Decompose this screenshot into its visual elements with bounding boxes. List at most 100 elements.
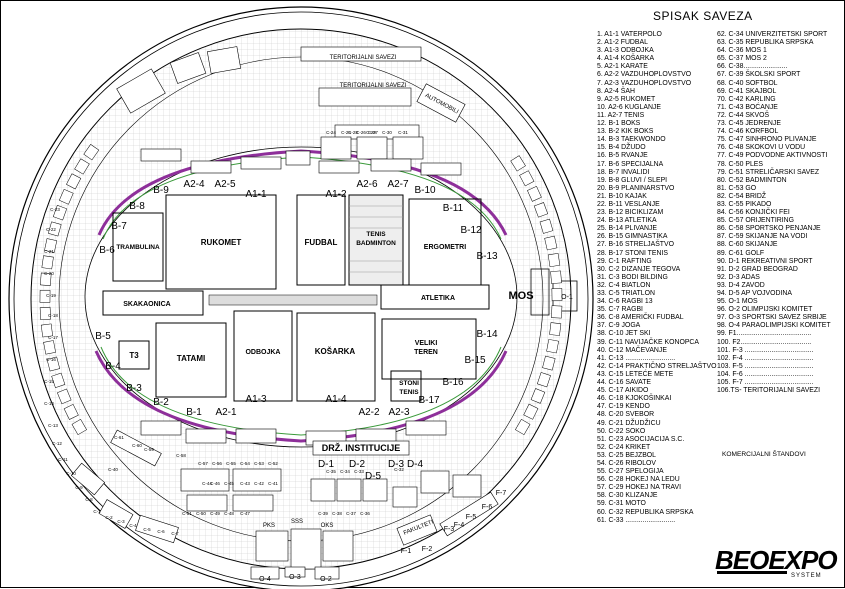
label-ergometri: ERGOMETRI [424, 244, 466, 251]
stand-label-c54: C-54 [240, 461, 250, 466]
zone-b-1: B-1 [186, 407, 202, 418]
zone-b-15: B-15 [464, 355, 486, 366]
legend-entry: 9. A2-5 RUKOMET [597, 95, 656, 103]
stand-label-c52: C-52 [268, 461, 278, 466]
label-pks: PKS [263, 523, 275, 529]
stand-label-c61: C-61 [114, 435, 124, 440]
legend-entry: 74. C-46 KORFBOL [717, 128, 779, 136]
stand-label-c18: C-18 [48, 313, 58, 318]
logo-subtitle: SYSTEM [791, 573, 822, 579]
stand-label-c2: C-2 [105, 515, 113, 520]
legend-entry: 91. D-2 GRAD BEOGRAD [717, 265, 798, 273]
mos-stand [530, 268, 550, 316]
perimeter-booth [527, 186, 542, 202]
perimeter-booth [40, 272, 52, 286]
legend-entry: 54. C-26 RIBOLOV [597, 459, 656, 467]
zone-b-8: B-8 [129, 201, 145, 212]
legend-entry: 44. C-16 SAVATE [597, 379, 651, 387]
legend-entry: 4. A1-4 KOŠARKA [597, 55, 655, 63]
legend-entry: 42. C-14 PRAKTIČNO STRELJAŠTVO [597, 362, 717, 370]
zone-a2-5: A2-5 [214, 179, 236, 190]
stand-label-c38: C-38 [332, 511, 342, 516]
legend-entry: 12. B-1 BOKS [597, 120, 641, 128]
zone-b-9: B-9 [153, 185, 169, 196]
perimeter-booth [549, 322, 562, 336]
outer-wall-ring-inner [13, 11, 589, 587]
stand-label-c9: C-9 [75, 485, 83, 490]
zone-a1-4: A1-4 [325, 394, 347, 405]
legend-entry: 8. A2-4 ŠAH [597, 87, 635, 95]
area-atletika [380, 284, 490, 310]
lower-stand-green [100, 346, 502, 436]
legend-entry: 18. B-7 INVALIDI [597, 168, 650, 176]
legend-entry: 72. C-44 SKVOŠ [717, 111, 770, 119]
stand-label-c60: C-60 [132, 443, 142, 448]
zone-f-4: F-4 [454, 522, 465, 529]
perimeter-booth [58, 188, 74, 205]
legend-entry: 56. C-28 HOKEJ NA LEDU [597, 476, 680, 484]
legend-entry: 105. F-7 ...............................… [717, 379, 814, 387]
perimeter-booth [41, 255, 54, 270]
perimeter-booth [551, 305, 563, 319]
area-stoni-tenis [390, 370, 422, 402]
legend-entry: 47. C-19 KENDO [597, 403, 650, 411]
legend-entry: 5. A2-1 KARATE [597, 63, 648, 71]
zone-a1-2: A1-2 [325, 189, 347, 200]
label-oks: OKS [321, 523, 334, 529]
label-stoni: STONI [399, 380, 419, 387]
zone-a1-1: A1-1 [245, 189, 267, 200]
label-odbojka: ODBOJKA [245, 349, 280, 356]
legend-entry: 60. C-32 REPUBLIKA SRPSKA [597, 508, 694, 516]
hall-floor-plan: TRAMBULINA RUKOMET FUDBAL TENIS BADMINTO… [8, 6, 594, 589]
stand-label-c22: C-22 [46, 227, 56, 232]
legend-entry: 29. C-1 RAFTING [597, 257, 652, 265]
stand-label-c8: C-8 [85, 497, 93, 502]
legend-entry: 58. C-30 KLIZANJE [597, 492, 658, 500]
stand-label-c58: C-58 [176, 453, 186, 458]
perimeter-booth [533, 202, 549, 218]
legend-entry: 66. C-38....................... [717, 63, 788, 71]
stand-label-c55: C-55 [226, 461, 236, 466]
right-perimeter-booths [510, 155, 563, 436]
legend-entry: 99. F1..................................… [717, 330, 812, 338]
legend-entry: 31. C-3 BODI BILDING [597, 273, 668, 281]
legend-entry: 64. C-36 MOS 1 [717, 47, 767, 55]
area-rukomet [165, 194, 277, 290]
area-odbojka [233, 310, 293, 402]
stand-label-c42: C-42 [254, 481, 264, 486]
stand-label-c19: C-19 [46, 293, 56, 298]
stand-label-c26: C-26 [356, 130, 366, 135]
stand-label-c40: C-40 [108, 467, 118, 472]
legend-entry: 16. B-5 RVANJE [597, 152, 648, 160]
stand-label-c45: C-45 [224, 481, 234, 486]
zone-b-7: B-7 [111, 221, 127, 232]
legend-entry: 36. C-8 AMERIČKI FUDBAL [597, 314, 684, 322]
label-atletika: ATLETIKA [421, 295, 455, 302]
legend-entry: 52. C-24 KRIKET [597, 443, 651, 451]
perimeter-booth [48, 221, 62, 237]
legend-entry: 100. F2.................................… [717, 338, 812, 346]
legend-entry: 73. C-45 JEDRENJE [717, 120, 781, 128]
perimeter-booth [523, 403, 539, 420]
stand-label-c13: C-13 [48, 423, 58, 428]
zone-b-3: B-3 [126, 383, 142, 394]
stand-label-c12: C-12 [52, 441, 62, 446]
zone-f-3: F-3 [444, 526, 455, 533]
legend-entry: 39. C-11 NAVIJAČKE KONOPCA [597, 338, 699, 346]
stand-label-c3: C-3 [117, 519, 125, 524]
stand-label-c49: C-49 [210, 511, 220, 516]
area-trambulina [112, 212, 164, 282]
legend-entry: 37. C-9 JOGA [597, 322, 641, 330]
legend-entry: 28. B-17 STONI TENIS [597, 249, 668, 257]
perimeter-booth [57, 388, 72, 405]
legend-entry: 53. C-25 BEJZBOL [597, 451, 656, 459]
legend-entry: 81. C-53 GO [717, 184, 757, 192]
label-mos: MOS [508, 290, 533, 302]
legend-entry: 84. C-56 KONJIČKI FEI [717, 209, 790, 217]
zone-d-5: D-5 [365, 471, 382, 482]
label-teritorijalni-savezi-top: TERITORIJALNI SAVEZI [330, 55, 397, 61]
stand-label-c16: C-16 [46, 357, 56, 362]
legend-entry: 77. C-49 PODVODNE AKTIVNOSTI [717, 152, 828, 160]
stand-label-c6: C-6 [157, 529, 165, 534]
